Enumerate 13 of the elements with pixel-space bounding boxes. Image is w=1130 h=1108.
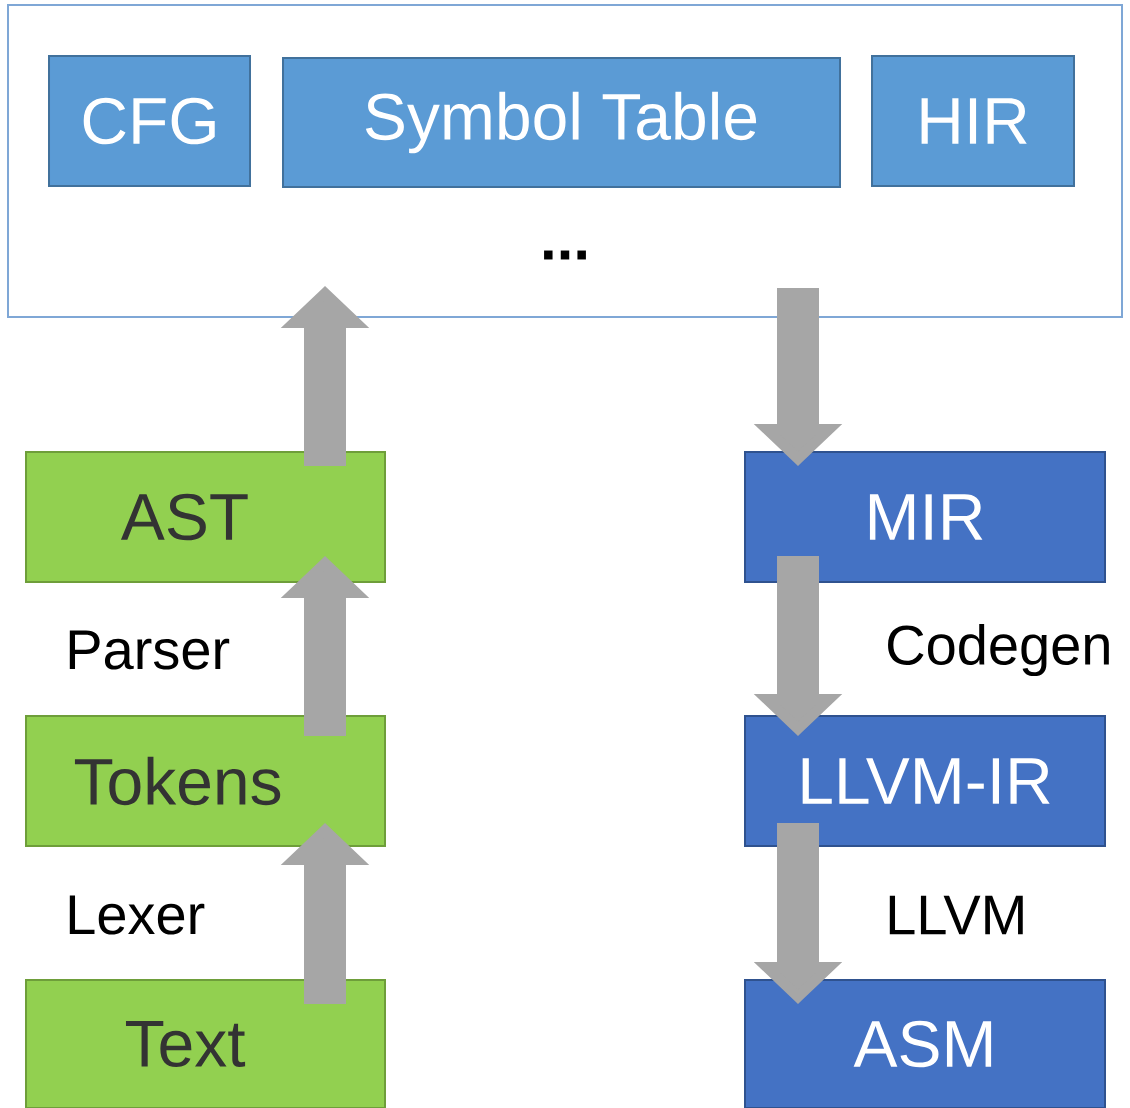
process-box: Tokens	[25, 715, 386, 847]
process-box: Symbol Table	[282, 57, 841, 188]
process-box: AST	[25, 451, 386, 583]
edge-label: Lexer	[69, 895, 205, 935]
process-box: Text	[25, 979, 386, 1108]
process-box: LLVM-IR	[744, 715, 1106, 847]
process-box: ASM	[744, 979, 1106, 1108]
process-box: MIR	[744, 451, 1106, 583]
edge-label: LLVM	[889, 895, 1023, 935]
edge-label: Codegen	[888, 623, 1109, 677]
process-box: HIR	[871, 55, 1075, 187]
process-box: CFG	[48, 55, 251, 187]
edge-label: Parser	[69, 630, 230, 670]
